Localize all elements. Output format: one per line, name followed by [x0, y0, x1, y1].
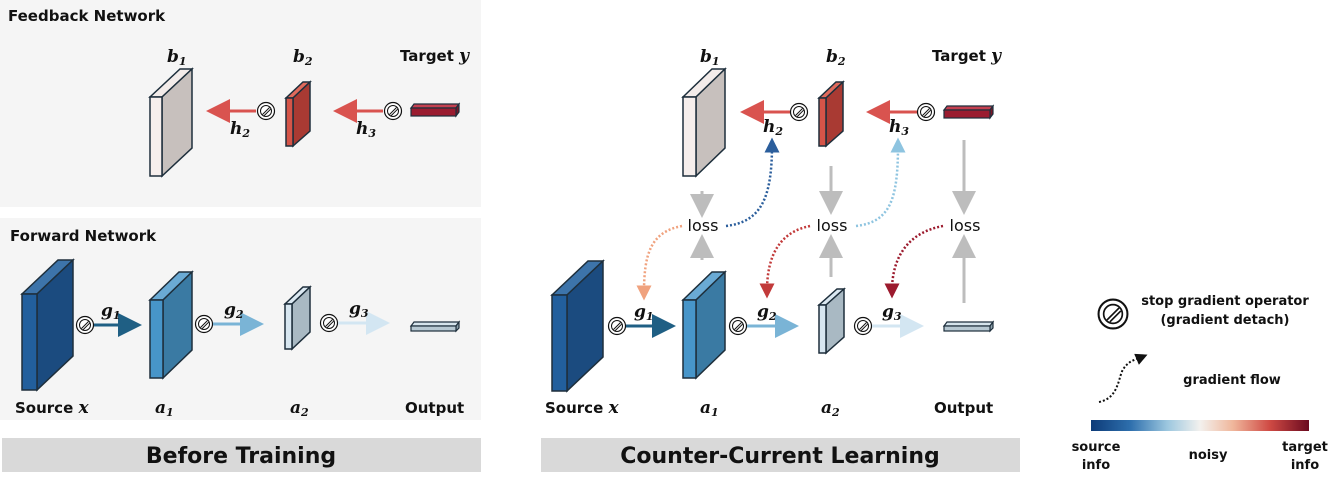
- loss-label-1: loss: [688, 216, 719, 235]
- cc-g2-label: g2: [757, 302, 777, 323]
- legend-colorbar: [1091, 420, 1309, 431]
- stop-gradient-icon: [194, 314, 214, 334]
- cc-a1-block: [681, 270, 727, 380]
- g3-label: g3: [349, 299, 369, 320]
- stop-gradient-icon: [728, 316, 748, 336]
- a2-label: a2: [290, 398, 309, 419]
- colorbar-target-label-2: info: [1291, 458, 1319, 473]
- feedback-network-panel: [0, 0, 481, 207]
- before-training-banner: [2, 438, 481, 472]
- cc-b2-label: b2: [826, 47, 846, 68]
- stop-gradient-icon: [383, 101, 403, 121]
- source-x-block: [20, 258, 75, 392]
- colorbar-noisy-label: noisy: [1189, 448, 1228, 463]
- target-y-block: [409, 102, 461, 118]
- before-training-title: Before Training: [146, 444, 336, 469]
- cc-a2-label: a2: [821, 398, 840, 419]
- stop-gradient-icon: [853, 316, 873, 336]
- stop-gradient-icon: [75, 315, 95, 335]
- loss-label-3: loss: [950, 216, 981, 235]
- legend-stop-gradient-line1: stop gradient operator: [1141, 294, 1309, 309]
- stop-gradient-icon: [916, 102, 936, 122]
- cc-source-x-block: [550, 259, 605, 393]
- cc-b2-block: [817, 80, 845, 148]
- output-label: Output: [405, 399, 464, 417]
- a1-block: [148, 270, 194, 380]
- cc-output-label: Output: [934, 399, 993, 417]
- feedback-network-title: Feedback Network: [8, 7, 166, 25]
- h2-label: h2: [230, 119, 250, 140]
- cc-b1-label: b1: [700, 47, 720, 68]
- cc-a1-label: a1: [700, 398, 719, 419]
- counter-current-banner: [541, 438, 1020, 472]
- a2-block: [283, 285, 312, 351]
- cc-source-x-label: Source x: [545, 398, 619, 418]
- output-block: [409, 320, 461, 333]
- b1-block: [148, 67, 194, 178]
- cc-target-y-label: Target y: [932, 46, 1002, 66]
- cc-g1-label: g1: [634, 302, 654, 323]
- grad-flow-g2: [759, 224, 811, 299]
- cc-g3-label: g3: [882, 302, 902, 323]
- loss-label-2: loss: [817, 216, 848, 235]
- grad-flow-h2: [725, 137, 780, 228]
- colorbar-source-label-1: source: [1072, 440, 1121, 455]
- b2-block: [284, 80, 312, 148]
- legend-stop-gradient-line2: (gradient detach): [1160, 313, 1289, 328]
- b1-label: b1: [167, 47, 187, 68]
- target-y-label: Target y: [400, 46, 470, 66]
- stop-gradient-icon: [256, 101, 276, 121]
- stop-gradient-icon: [319, 313, 339, 333]
- stop-gradient-icon: [789, 102, 809, 122]
- legend-gradient-flow-label: gradient flow: [1183, 373, 1281, 388]
- h3-label: h3: [356, 119, 376, 140]
- colorbar-target-label-1: target: [1282, 440, 1328, 455]
- colorbar-source-label-2: info: [1082, 458, 1110, 473]
- stop-gradient-icon: [607, 316, 627, 336]
- grad-flow-g1: [636, 224, 683, 301]
- a1-label: a1: [155, 398, 174, 419]
- forward-network-title: Forward Network: [10, 227, 157, 245]
- b2-label: b2: [293, 47, 313, 68]
- cc-b1-block: [681, 67, 727, 178]
- source-x-label: Source x: [15, 398, 89, 418]
- legend-gradient-flow-icon: [1098, 353, 1148, 403]
- counter-current-title: Counter-Current Learning: [620, 444, 940, 469]
- grad-flow-h3: [855, 137, 906, 228]
- cc-a2-block: [817, 287, 846, 355]
- g1-label: g1: [101, 301, 121, 322]
- g2-label: g2: [224, 300, 244, 321]
- legend-stop-gradient-icon: [1097, 298, 1129, 330]
- cc-output-block: [942, 320, 995, 333]
- cc-target-y-block: [942, 104, 995, 120]
- grad-flow-g3: [884, 224, 944, 299]
- cc-h2-label: h2: [763, 117, 783, 138]
- cc-h3-label: h3: [889, 117, 909, 138]
